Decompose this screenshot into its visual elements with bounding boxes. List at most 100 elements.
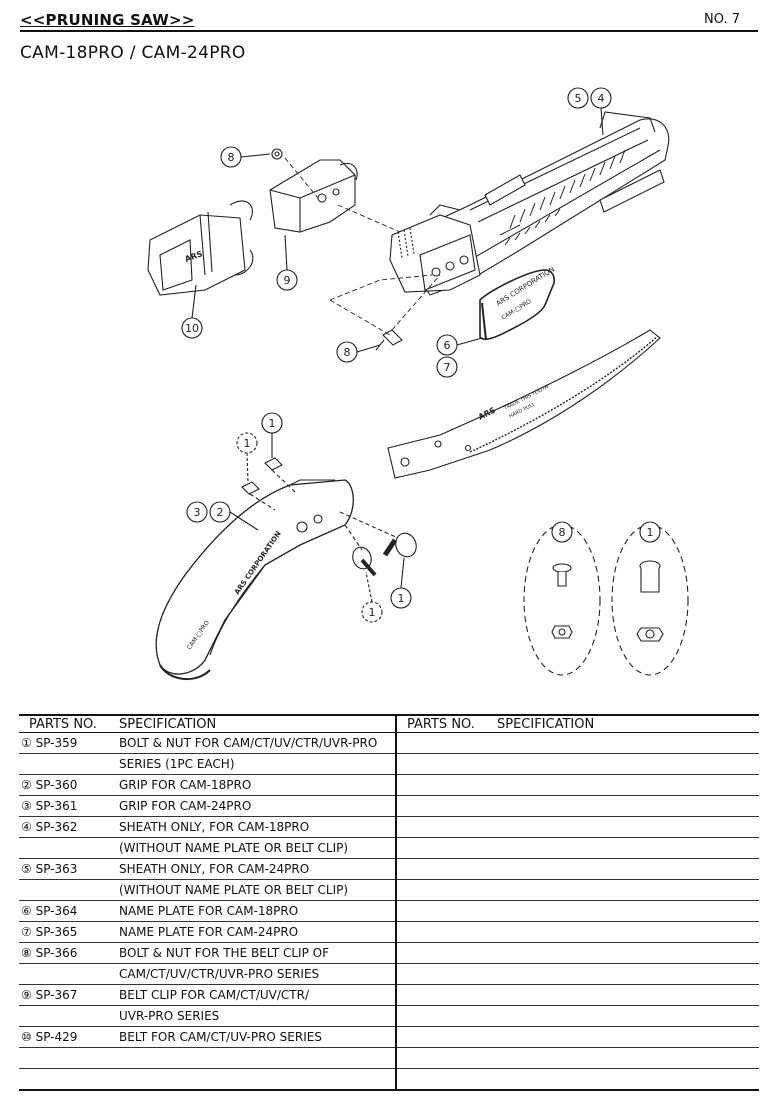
grip: ARS CORPORATION CAM-□PRO <box>155 479 354 681</box>
part-number-cell-right <box>396 753 497 775</box>
document-header: <<PRUNING SAW>> NO. 7 <box>20 8 758 32</box>
specification-cell: SHEATH ONLY, FOR CAM-18PRO <box>119 816 397 838</box>
callout-1-lower-right: 1 <box>398 592 405 605</box>
part-number-cell: ① SP-359 <box>19 732 119 754</box>
specification-cell: BOLT & NUT FOR THE BELT CLIP OF <box>119 942 397 964</box>
bolt-nut-8 <box>271 148 403 351</box>
callout-5: 5 <box>575 92 582 105</box>
specification-cell-right <box>497 753 759 775</box>
specification-cell-right <box>497 1026 759 1048</box>
header-parts-no-2: PARTS NO. <box>396 714 497 733</box>
part-number-cell-right <box>396 858 497 880</box>
parts-table: PARTS NO. SPECIFICATION PARTS NO. SPECIF… <box>19 714 759 1091</box>
part-number-cell-right <box>396 900 497 922</box>
specification-cell: UVR-PRO SERIES <box>119 1005 397 1027</box>
part-number-cell: ⑩ SP-429 <box>19 1026 119 1048</box>
specification-cell: SERIES (1PC EACH) <box>119 753 397 775</box>
part-number-cell: ⑧ SP-366 <box>19 942 119 964</box>
part-number-cell: ③ SP-361 <box>19 795 119 817</box>
part-number-cell <box>19 753 119 775</box>
callout-1-detail: 1 <box>647 526 654 539</box>
specification-cell-right <box>497 921 759 943</box>
part-number-cell <box>19 1068 119 1091</box>
exploded-parts-diagram: ARS CORPORATION CAM-□PRO ARS ARS <box>147 87 689 681</box>
specification-cell <box>119 1047 397 1069</box>
part-number-cell-right <box>396 984 497 1006</box>
specification-cell-right <box>497 858 759 880</box>
callouts: 5 4 8 9 10 8 6 7 1 1 3 2 1 1 8 1 <box>181 87 661 623</box>
specification-cell-right <box>497 942 759 964</box>
specification-cell: SHEATH ONLY, FOR CAM-24PRO <box>119 858 397 880</box>
part-number-cell: ⑤ SP-363 <box>19 858 119 880</box>
belt: ARS <box>147 200 254 296</box>
part-number-cell <box>19 1005 119 1027</box>
header-specification-2: SPECIFICATION <box>497 714 759 733</box>
part-number-cell-right <box>396 774 497 796</box>
section-title: <<PRUNING SAW>> <box>20 11 195 29</box>
callout-1-hidden: 1 <box>244 437 251 450</box>
header-specification: SPECIFICATION <box>119 714 397 733</box>
saw-blade: ARS TRADE THIS TOOTH HARD PULL <box>387 329 661 479</box>
specification-cell-right <box>497 879 759 901</box>
table-row <box>19 1068 759 1091</box>
part-number-cell-right <box>396 1047 497 1069</box>
specification-cell-right <box>497 1068 759 1091</box>
callout-4: 4 <box>598 92 605 105</box>
assembly-lines <box>284 157 441 336</box>
table-row <box>19 1047 759 1069</box>
specification-cell: GRIP FOR CAM-18PRO <box>119 774 397 796</box>
callout-8-bottom: 8 <box>344 346 351 359</box>
part-number-cell <box>19 879 119 901</box>
part-number-cell-right <box>396 1005 497 1027</box>
callout-9: 9 <box>284 274 291 287</box>
callout-7: 7 <box>444 361 451 374</box>
part-number-cell-right <box>396 1068 497 1091</box>
part-number-cell-right <box>396 816 497 838</box>
specification-cell: NAME PLATE FOR CAM-18PRO <box>119 900 397 922</box>
part-number-cell-right <box>396 942 497 964</box>
model-title: CAM-18PRO / CAM-24PRO <box>20 43 246 63</box>
specification-cell-right <box>497 963 759 985</box>
part-number-cell-right <box>396 837 497 859</box>
specification-cell-right <box>497 837 759 859</box>
specification-cell-right <box>497 900 759 922</box>
specification-cell-right <box>497 1005 759 1027</box>
specification-cell-right <box>497 795 759 817</box>
callout-8-detail: 8 <box>559 526 566 539</box>
part-number-cell <box>19 1047 119 1069</box>
page-number: NO. 7 <box>704 12 740 27</box>
grip-bolts-nuts <box>241 457 417 577</box>
specification-cell: BELT CLIP FOR CAM/CT/UV/CTR/ <box>119 984 397 1006</box>
header-parts-no: PARTS NO. <box>19 714 119 733</box>
callout-1-top: 1 <box>269 417 276 430</box>
table-row: (WITHOUT NAME PLATE OR BELT CLIP) <box>19 879 759 901</box>
table-row: UVR-PRO SERIES <box>19 1005 759 1027</box>
part-number-cell-right <box>396 732 497 754</box>
part-number-cell: ④ SP-362 <box>19 816 119 838</box>
part-number-cell-right <box>396 1026 497 1048</box>
belt-clip <box>269 159 358 233</box>
name-plate: ARS CORPORATION CAM-□PRO <box>479 265 556 341</box>
table-row: SERIES (1PC EACH) <box>19 753 759 775</box>
part-number-cell: ⑥ SP-364 <box>19 900 119 922</box>
specification-cell: BOLT & NUT FOR CAM/CT/UV/CTR/UVR-PRO <box>119 732 397 754</box>
detail-bolt-1 <box>611 524 689 676</box>
specification-cell: (WITHOUT NAME PLATE OR BELT CLIP) <box>119 879 397 901</box>
table-row: CAM/CT/UV/CTR/UVR-PRO SERIES <box>19 963 759 985</box>
specification-cell-right <box>497 774 759 796</box>
part-number-cell: ② SP-360 <box>19 774 119 796</box>
part-number-cell: ⑨ SP-367 <box>19 984 119 1006</box>
parts-table-header: PARTS NO. SPECIFICATION PARTS NO. SPECIF… <box>19 714 759 733</box>
specification-cell: (WITHOUT NAME PLATE OR BELT CLIP) <box>119 837 397 859</box>
specification-cell: NAME PLATE FOR CAM-24PRO <box>119 921 397 943</box>
